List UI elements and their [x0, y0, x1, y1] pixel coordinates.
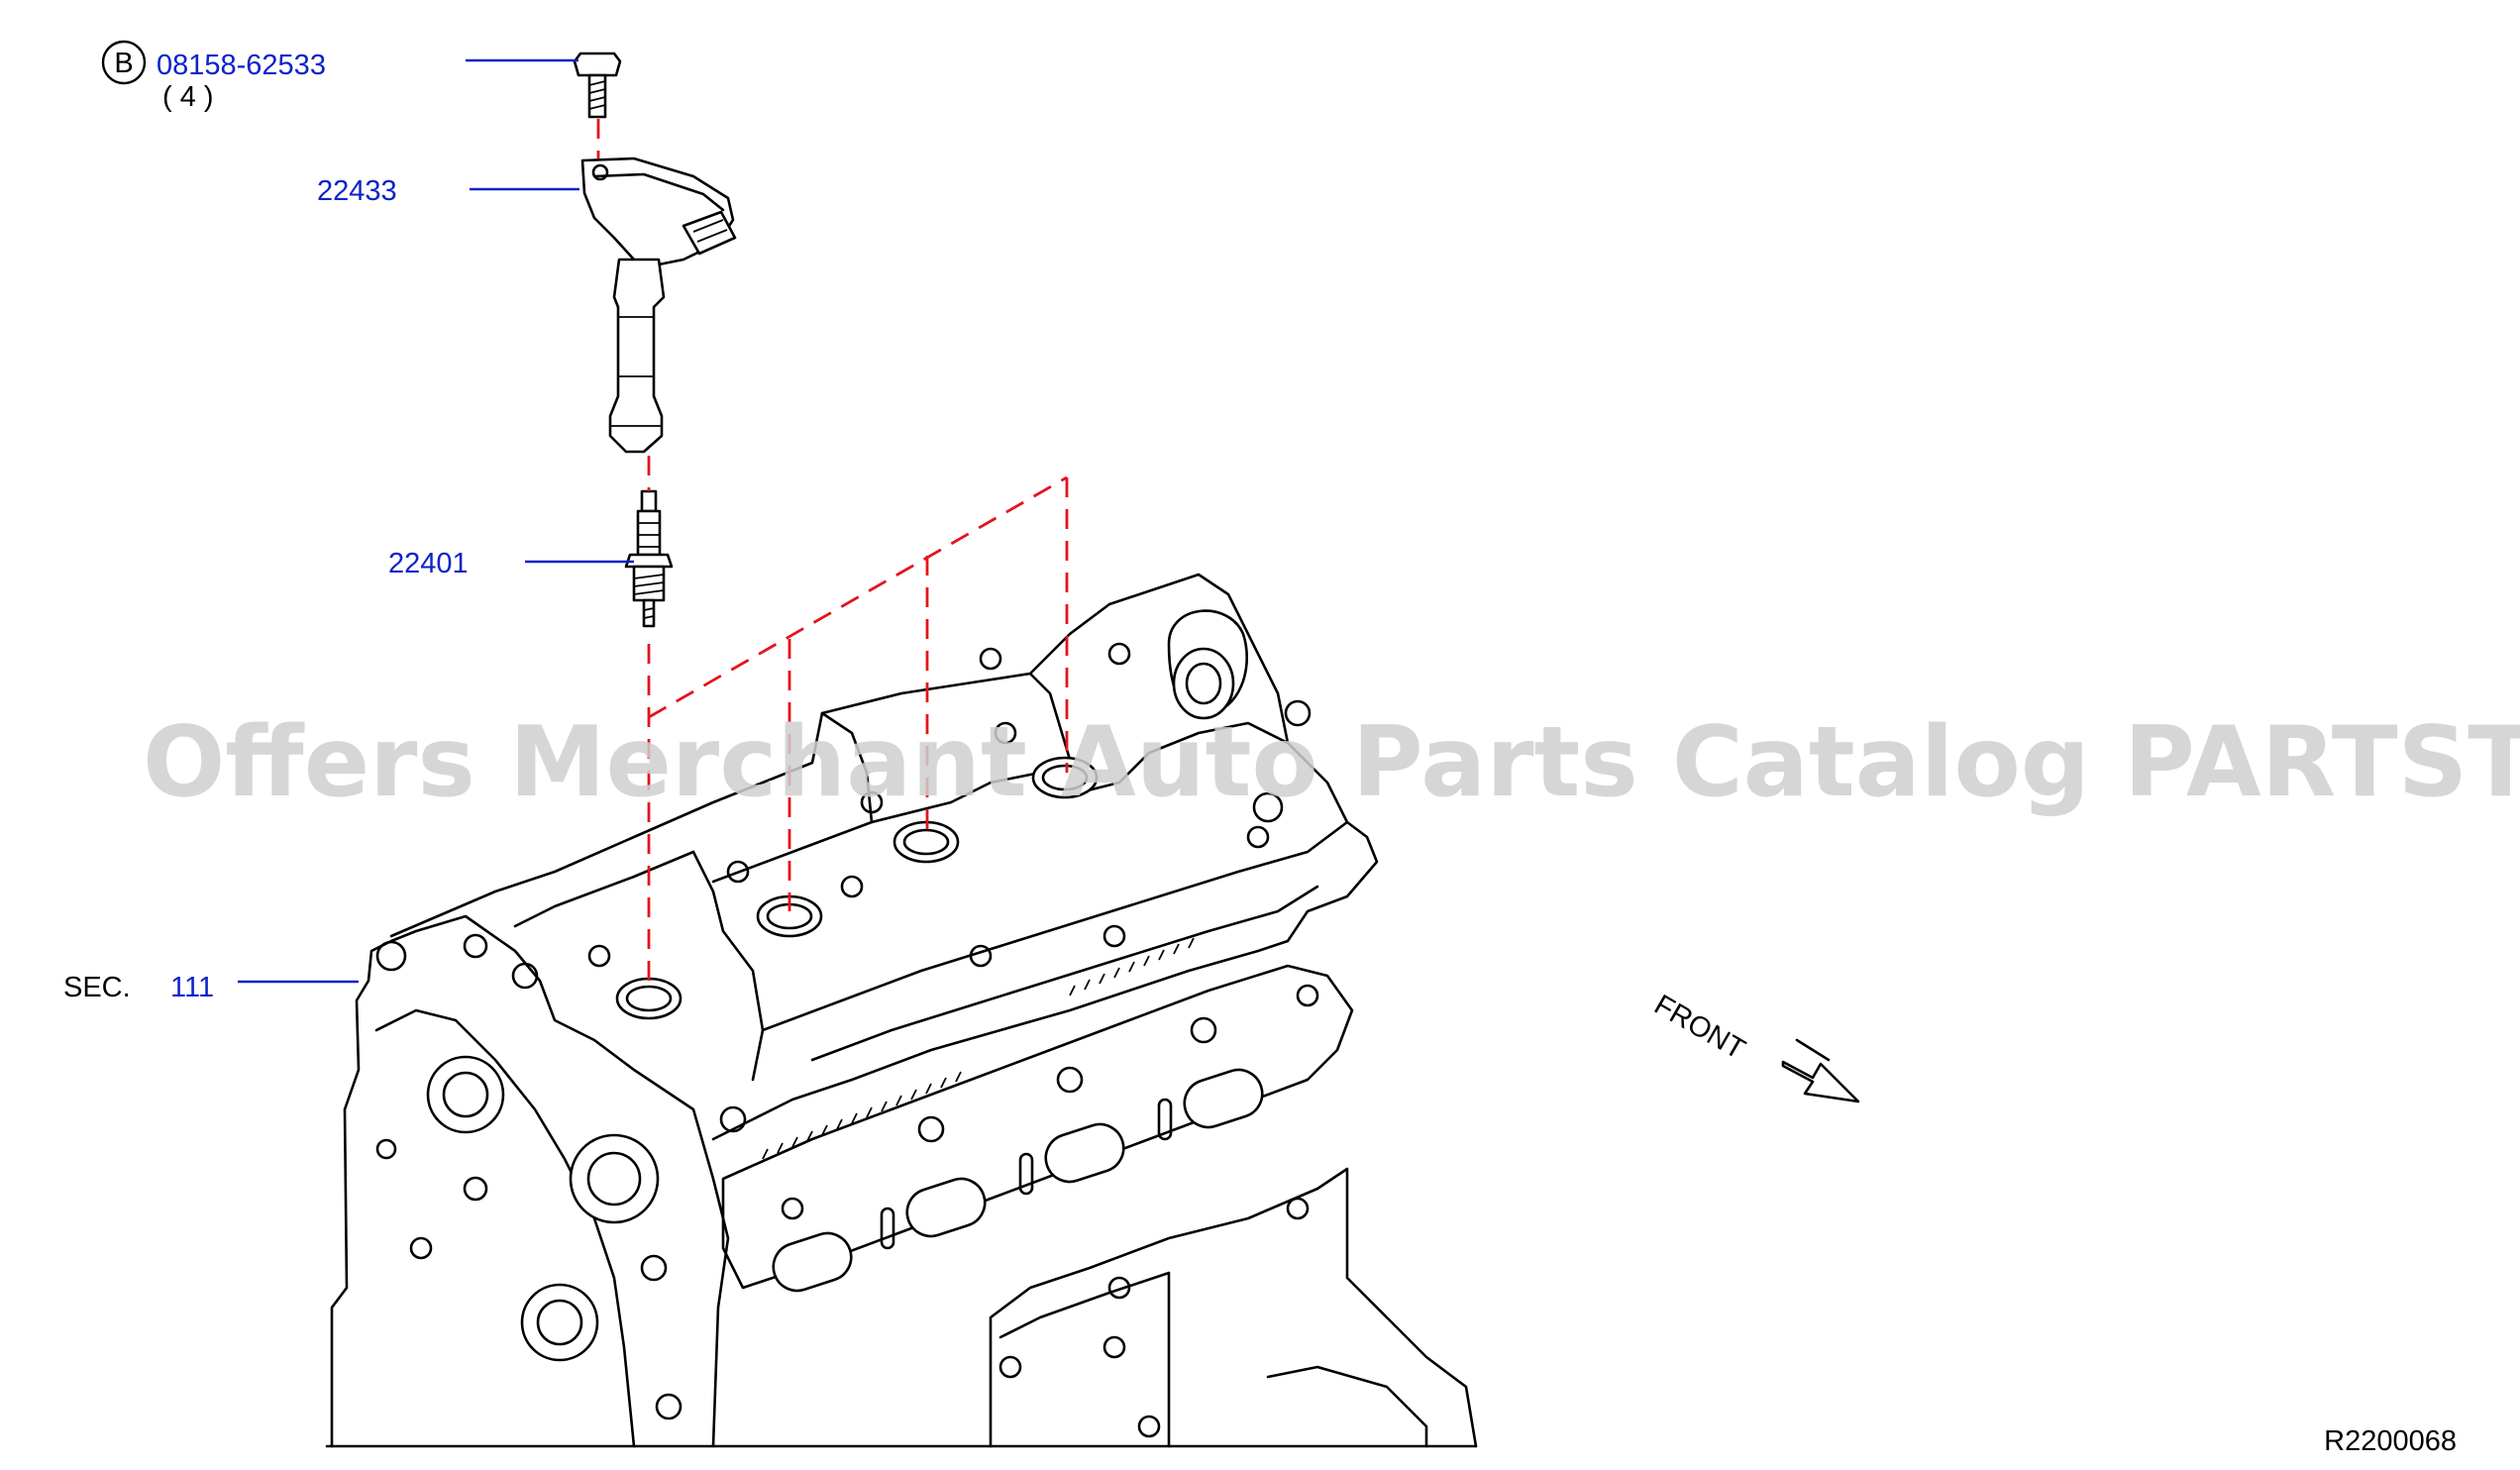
bolt-quantity: ( 4 ) [162, 81, 214, 113]
spark-plug-drawing [624, 489, 674, 628]
callout-bolt[interactable]: B 08158-62533 ( 4 ) [101, 40, 578, 113]
front-label: FRONT [1649, 989, 1751, 1066]
ignition-coil-drawing [580, 157, 737, 454]
ignition-coil-part-number[interactable]: 22433 [317, 175, 397, 207]
spark-plug-part-number[interactable]: 22401 [388, 548, 469, 579]
diagram-id: R2200068 [2324, 1425, 2457, 1457]
assembly-guide-lines [596, 119, 1069, 991]
section-number[interactable]: 111 [170, 972, 214, 1003]
bolt-badge-circle [101, 40, 147, 85]
callout-spark-plug[interactable]: 22401 [388, 548, 634, 579]
watermark-text: Offers Merchant Auto Parts Catalog PARTS… [143, 706, 2520, 819]
front-direction-indicator: FRONT [1649, 989, 1860, 1103]
front-arrow-icon [1781, 1060, 1860, 1103]
engine-cylinder-head-drawing [325, 573, 1478, 1448]
bolt-drawing [573, 52, 622, 119]
bolt-part-number[interactable]: 08158-62533 [157, 50, 326, 81]
callout-ignition-coil[interactable]: 22433 [317, 175, 579, 207]
bolt-badge-letter: B [114, 48, 133, 79]
section-prefix: SEC. [63, 972, 131, 1003]
callout-section-ref[interactable]: SEC. 111 [63, 972, 359, 1003]
